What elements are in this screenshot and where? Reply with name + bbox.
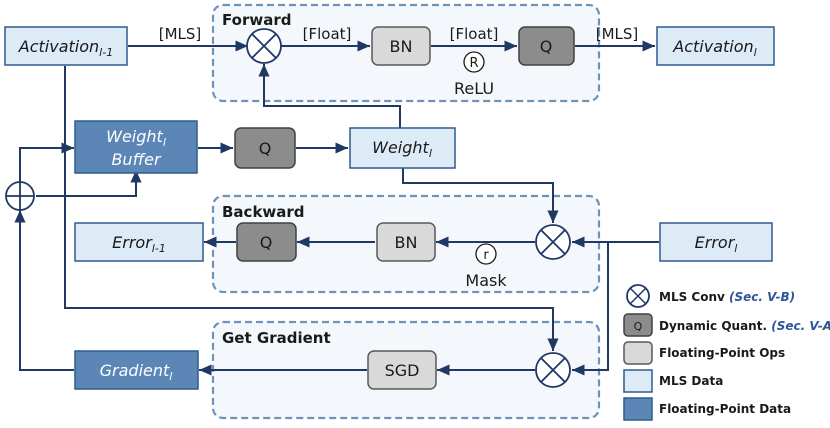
weight-buffer-box xyxy=(74,120,198,174)
q-weight-box xyxy=(234,127,296,169)
forward-conv-icon xyxy=(246,28,282,64)
legend-item-fp: Floating-Point Data xyxy=(623,397,791,421)
wire-gradient-to-adder xyxy=(14,210,74,371)
mask-symbol: r xyxy=(483,248,489,263)
legend-quant-swatch xyxy=(623,313,653,337)
weight-buffer-label: Weightl xyxy=(106,127,166,149)
legend-quant-symbol: Q xyxy=(634,320,643,333)
adder-icon xyxy=(5,181,35,211)
gradient-box xyxy=(74,350,199,390)
edge-label-float-1: [Float] xyxy=(303,25,352,43)
weight-box xyxy=(349,127,456,169)
wire-adder-feedback xyxy=(36,170,142,197)
activation-prev-box xyxy=(4,26,128,66)
legend-fp-swatch xyxy=(623,397,653,421)
legend-item-mls: MLS Data xyxy=(623,369,723,393)
weight-label: Weightl xyxy=(372,138,432,160)
legend-item-conv: MLS Conv (Sec. V-B) xyxy=(626,284,795,308)
bn-backward-label: BN xyxy=(395,233,418,252)
activation-cur-box xyxy=(656,26,775,66)
q-forward-label: Q xyxy=(540,37,553,56)
activation-cur-label: Activationl xyxy=(672,37,756,59)
error-prev-label: Errorl-1 xyxy=(112,233,166,255)
legend-fp-text: Floating-Point Data xyxy=(659,402,791,416)
wire-weight-to-backward-conv xyxy=(402,167,559,223)
legend-quant-text: Dynamic Quant. (Sec. V-A) xyxy=(659,319,830,333)
wire-activation-to-gradient-conv xyxy=(64,66,559,351)
legend-item-op: Floating-Point Ops xyxy=(623,341,785,365)
error-cur-label: Errorl xyxy=(695,233,738,255)
bn-backward-box xyxy=(376,222,436,262)
legend-conv-text: MLS Conv (Sec. V-B) xyxy=(659,290,795,304)
relu-icon xyxy=(463,51,485,73)
error-prev-box xyxy=(74,222,204,262)
error-cur-box xyxy=(659,222,773,262)
weight-buffer-label-line2: Buffer xyxy=(111,150,162,169)
wire-error-to-gradient-conv xyxy=(572,242,609,376)
mask-icon xyxy=(475,243,497,265)
relu-symbol: R xyxy=(469,56,478,71)
backward-group-title: Backward xyxy=(222,203,305,221)
edge-label-mls-out: [MLS] xyxy=(596,25,639,43)
q-weight-label: Q xyxy=(259,139,272,158)
edge-label-float-2: [Float] xyxy=(450,25,499,43)
wire-adder-to-buffer xyxy=(19,142,74,182)
bn-forward-label: BN xyxy=(390,37,413,56)
edge-label-mls-in: [MLS] xyxy=(159,25,202,43)
wire-weight-to-forward-conv xyxy=(258,63,401,128)
legend-op-text: Floating-Point Ops xyxy=(659,346,785,360)
q-backward-label: Q xyxy=(260,233,273,252)
gradient-label: Gradientl xyxy=(100,361,173,383)
legend-item-quant: Q Dynamic Quant. (Sec. V-A) xyxy=(623,313,830,337)
forward-group-title: Forward xyxy=(222,11,291,29)
legend-op-swatch xyxy=(623,341,653,365)
q-forward-box xyxy=(518,26,575,66)
bn-forward-box xyxy=(371,26,431,66)
legend: MLS Conv (Sec. V-B) Q Dynamic Quant. (Se… xyxy=(623,284,830,421)
relu-label: ReLU xyxy=(454,79,494,98)
activation-prev-label: Activationl-1 xyxy=(18,37,113,59)
sgd-label: SGD xyxy=(385,361,420,380)
legend-mls-text: MLS Data xyxy=(659,374,723,388)
get-gradient-group-title: Get Gradient xyxy=(222,329,331,347)
mask-label: Mask xyxy=(465,271,507,290)
q-backward-box xyxy=(236,222,297,262)
gradient-conv-icon xyxy=(535,352,571,388)
sgd-box xyxy=(367,350,437,390)
legend-mls-swatch xyxy=(623,369,653,393)
backward-conv-icon xyxy=(535,224,571,260)
